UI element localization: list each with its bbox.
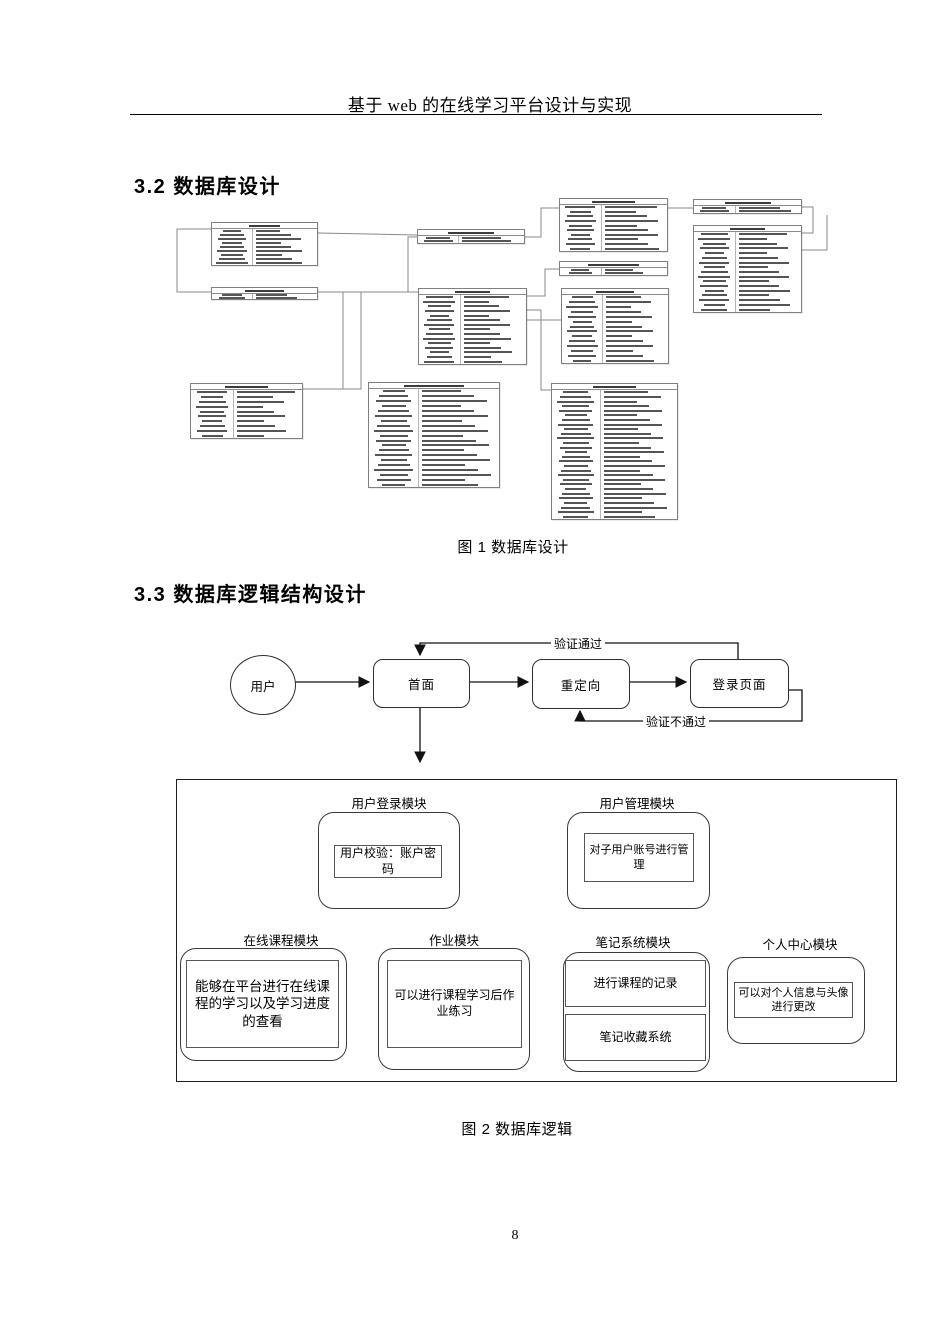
module-item-user-mgmt: 对子用户账号进行管理	[584, 833, 694, 882]
flow-node-redirect: 重定向	[532, 659, 630, 709]
module-label-login: 用户登录模块	[351, 797, 427, 811]
module-label-homework: 作业模块	[428, 934, 480, 948]
edge-label-fail: 验证不通过	[642, 713, 710, 730]
er-table	[559, 198, 668, 252]
module-item-profile: 可以对个人信息与头像进行更改	[734, 982, 853, 1018]
header-divider	[130, 114, 822, 115]
er-table	[559, 261, 668, 276]
module-item-notes-favorite: 笔记收藏系统	[565, 1014, 706, 1061]
flow-node-user: 用户	[230, 655, 296, 715]
edge-label-pass: 验证通过	[550, 635, 606, 652]
module-label-course: 在线课程模块	[243, 934, 319, 948]
figure1-caption: 图 1 数据库设计	[457, 539, 569, 556]
module-label-user-mgmt: 用户管理模块	[599, 797, 675, 811]
flow-node-home: 首面	[373, 659, 470, 708]
er-diagram	[0, 0, 950, 560]
module-label-notes: 笔记系统模块	[595, 936, 671, 950]
page-header-title: 基于 web 的在线学习平台设计与实现	[347, 96, 633, 115]
module-label-profile: 个人中心模块	[762, 938, 838, 952]
module-item-notes-record: 进行课程的记录	[565, 960, 706, 1007]
section-heading-3-2: 3.2 数据库设计	[134, 176, 281, 198]
er-table	[190, 383, 303, 439]
er-table	[551, 383, 678, 520]
er-table	[561, 288, 669, 364]
er-table	[211, 287, 318, 300]
module-item-homework: 可以进行课程学习后作业练习	[387, 960, 522, 1048]
er-table	[693, 199, 802, 214]
figure2-caption: 图 2 数据库逻辑	[461, 1121, 573, 1138]
er-table	[417, 229, 525, 244]
section-heading-3-3: 3.3 数据库逻辑结构设计	[134, 584, 367, 606]
flow-node-login: 登录页面	[690, 659, 789, 708]
module-item-login: 用户校验：账户密码	[334, 845, 442, 878]
module-item-course: 能够在平台进行在线课程的学习以及学习进度的查看	[186, 960, 339, 1048]
page-number: 8	[511, 1228, 519, 1243]
er-table	[368, 382, 500, 488]
er-table	[693, 225, 802, 313]
er-table	[211, 222, 318, 266]
er-table	[418, 288, 527, 365]
